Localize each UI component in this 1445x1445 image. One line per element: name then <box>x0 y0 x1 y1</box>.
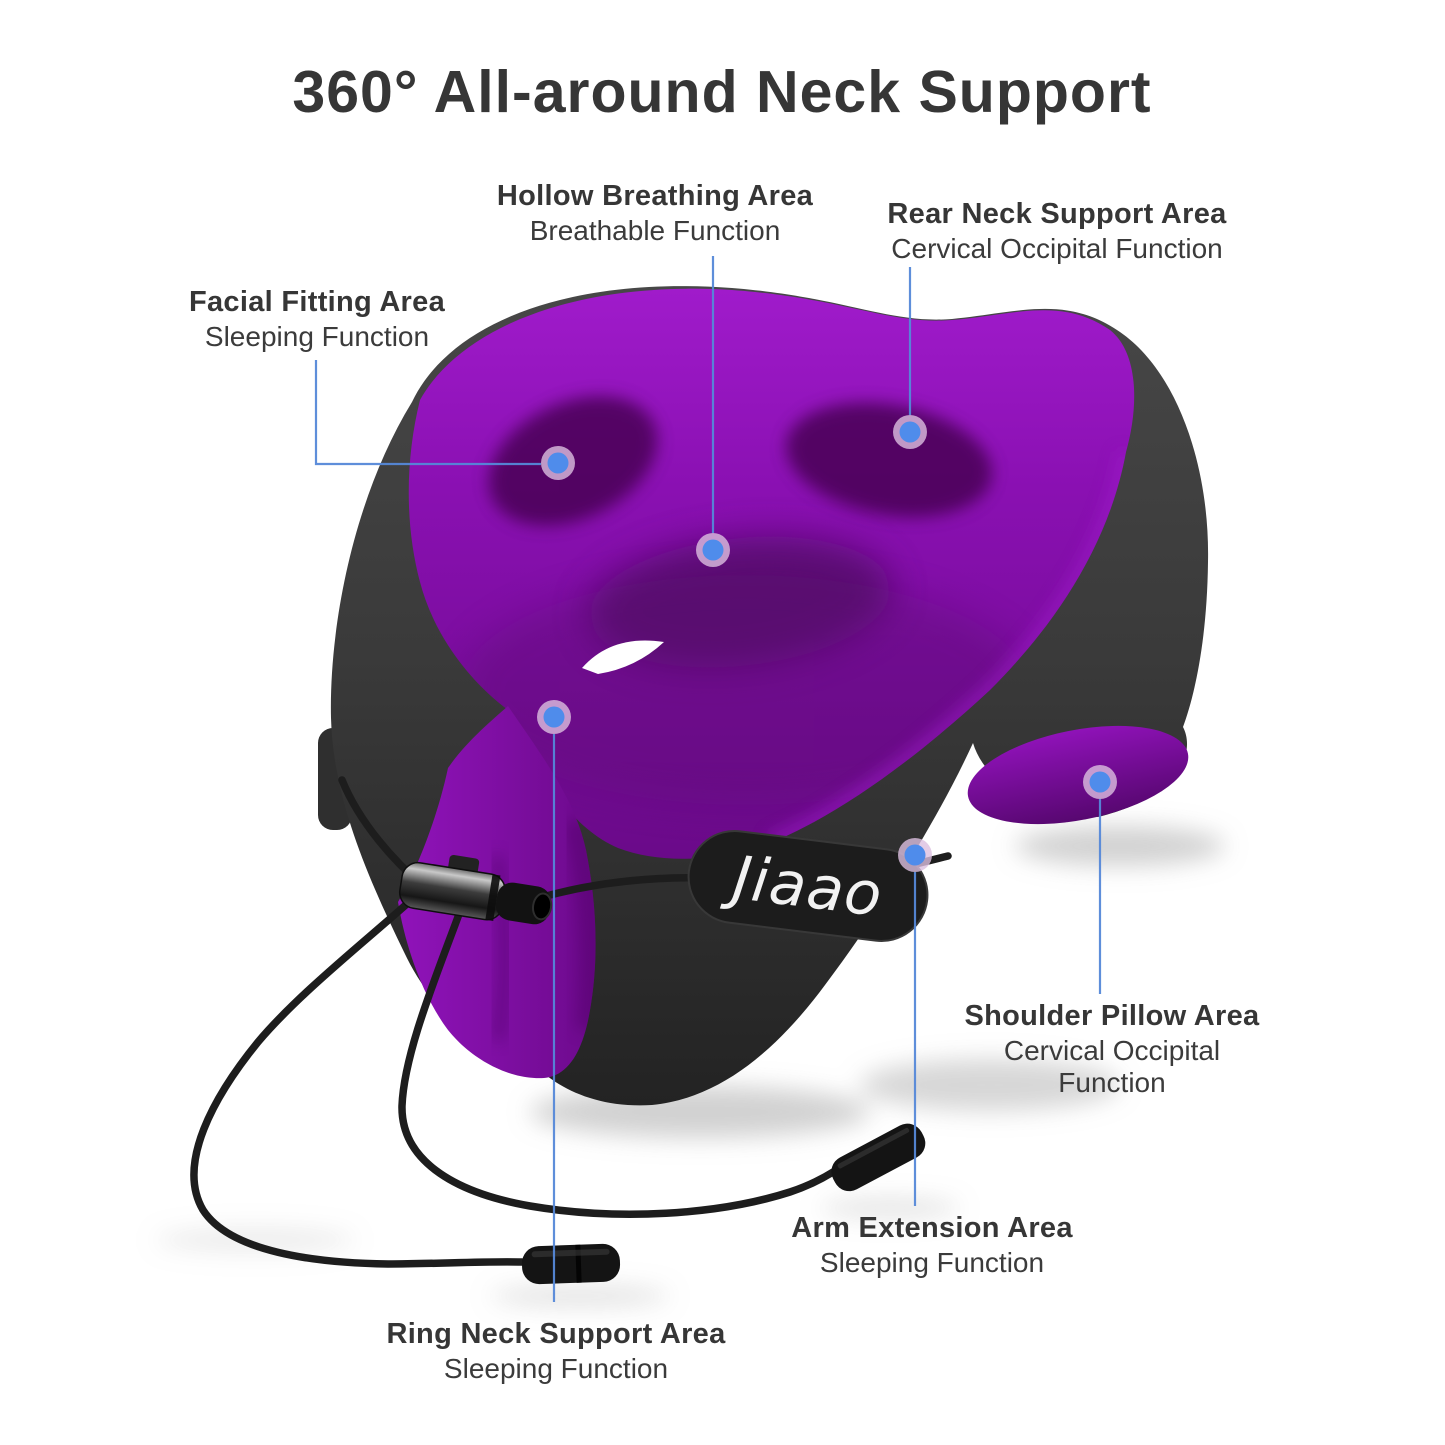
shoulder-contact-area <box>967 725 1189 825</box>
callout-subtitle: Cervical Occipital Function <box>1003 1035 1221 1098</box>
callout-ring-neck: Ring Neck Support Area Sleeping Function <box>386 1318 725 1385</box>
marker-ring-neck <box>537 700 571 734</box>
callout-title: Hollow Breathing Area <box>496 180 814 212</box>
cord-end-cap-right <box>831 1123 926 1192</box>
cord-lower-loop <box>398 902 857 1218</box>
marker-arm-extension <box>898 838 932 872</box>
callout-subtitle: Breathable Function <box>529 215 781 246</box>
cord-left-loop <box>190 890 526 1268</box>
dimple-rear-neck <box>786 402 992 518</box>
marker-facial-fitting <box>541 446 575 480</box>
callout-title: Rear Neck Support Area <box>887 198 1227 230</box>
callout-subtitle: Cervical Occipital Function <box>891 233 1223 264</box>
callout-title: Arm Extension Area <box>791 1212 1073 1244</box>
callout-hollow-breathing: Hollow Breathing Area Breathable Functio… <box>497 180 813 247</box>
marker-hollow-breathing <box>696 533 730 567</box>
connector-facial-fitting <box>314 360 541 466</box>
callout-rear-neck: Rear Neck Support Area Cervical Occipita… <box>887 198 1226 265</box>
callout-subtitle: Sleeping Function <box>443 1353 669 1384</box>
marker-rear-neck <box>893 415 927 449</box>
callout-arm-extension: Arm Extension Area Sleeping Function <box>791 1212 1073 1279</box>
pillow-inner-surface <box>408 288 1135 859</box>
marker-shoulder-pillow <box>1083 765 1117 799</box>
callout-subtitle: Sleeping Function <box>204 321 430 352</box>
pillow-gap-highlight <box>582 640 664 674</box>
callout-title: Shoulder Pillow Area <box>964 1000 1260 1032</box>
callout-facial-fitting: Facial Fitting Area Sleeping Function <box>189 286 445 353</box>
callout-subtitle: Sleeping Function <box>819 1247 1045 1278</box>
cord-lock-toggle <box>398 854 553 925</box>
feature-markers <box>537 415 1117 872</box>
connector-lines <box>314 256 1102 1302</box>
callout-shoulder-pillow: Shoulder Pillow Area Cervical Occipital … <box>962 1000 1262 1099</box>
page-title: 360° All-around Neck Support <box>292 59 1152 125</box>
cord-end-cap-left <box>521 1243 621 1285</box>
brand-patch: Jiaao <box>687 829 929 943</box>
callout-title: Facial Fitting Area <box>188 286 446 318</box>
callout-title: Ring Neck Support Area <box>386 1318 726 1350</box>
